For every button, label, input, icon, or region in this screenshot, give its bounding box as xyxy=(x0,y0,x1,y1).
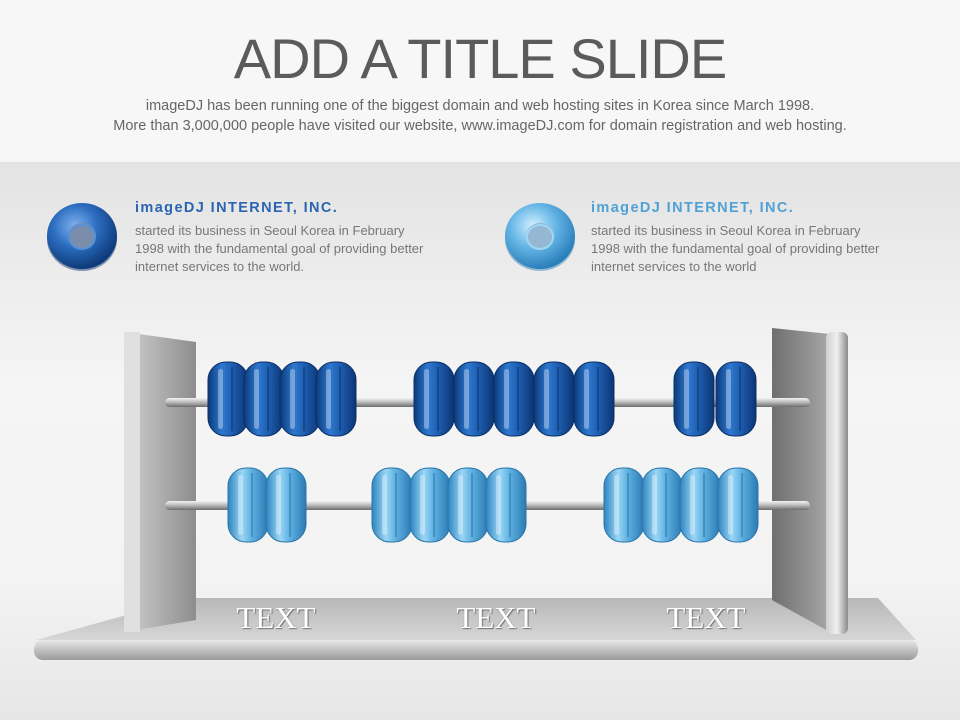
abacus-bead xyxy=(243,361,285,437)
abacus-bead xyxy=(265,467,307,543)
abacus-bead xyxy=(447,467,489,543)
abacus-bead xyxy=(673,361,715,437)
info-heading: imageDJ INTERNET, INC. xyxy=(135,200,339,216)
abacus-bottom-beads xyxy=(227,467,759,543)
slide-subtitle: imageDJ has been running one of the bigg… xyxy=(0,96,960,136)
info-block-1: imageDJ INTERNET, INC. started its busin… xyxy=(135,200,475,276)
abacus-bead xyxy=(453,361,495,437)
abacus-bead xyxy=(533,361,575,437)
abacus-bead xyxy=(641,467,683,543)
info-line: started its business in Seoul Korea in F… xyxy=(591,223,861,238)
info-line: internet services to the world. xyxy=(135,259,305,274)
abacus-bead xyxy=(493,361,535,437)
abacus-base-top xyxy=(36,598,916,640)
abacus-bead xyxy=(409,467,451,543)
abacus-top-beads xyxy=(207,361,757,437)
abacus-bead xyxy=(207,361,249,437)
ring-icon xyxy=(47,203,117,271)
ring-icon xyxy=(505,203,575,271)
abacus-bead xyxy=(573,361,615,437)
info-block-2: imageDJ INTERNET, INC. started its busin… xyxy=(591,200,931,276)
info-line: 1998 with the fundamental goal of provid… xyxy=(591,241,880,256)
info-line: started its business in Seoul Korea in F… xyxy=(135,223,405,238)
info-text: started its business in Seoul Korea in F… xyxy=(591,222,931,276)
info-line: internet services to the world xyxy=(591,259,757,274)
header-band xyxy=(0,0,960,162)
abacus-bead xyxy=(679,467,721,543)
abacus-bead xyxy=(413,361,455,437)
abacus-bead xyxy=(371,467,413,543)
abacus-bead xyxy=(603,467,645,543)
info-text: started its business in Seoul Korea in F… xyxy=(135,222,475,276)
info-line: 1998 with the fundamental goal of provid… xyxy=(135,241,424,256)
slide-title: ADD A TITLE SLIDE xyxy=(233,27,727,90)
abacus-bead xyxy=(717,467,759,543)
abacus-right-post-edge xyxy=(826,332,848,634)
abacus-bead xyxy=(315,361,357,437)
subtitle-line-2: More than 3,000,000 people have visited … xyxy=(113,118,847,134)
info-heading: imageDJ INTERNET, INC. xyxy=(591,200,795,216)
abacus-label-3: TEXT xyxy=(666,600,746,635)
abacus-label-1: TEXT xyxy=(236,600,316,635)
abacus-bead xyxy=(715,361,757,437)
abacus-left-post-edge xyxy=(124,332,140,632)
abacus-bead xyxy=(279,361,321,437)
abacus-base-front xyxy=(34,640,918,660)
abacus-label-2: TEXT xyxy=(456,600,536,635)
subtitle-line-1: imageDJ has been running one of the bigg… xyxy=(145,98,815,114)
abacus-bead xyxy=(227,467,269,543)
abacus-bead xyxy=(485,467,527,543)
abacus-right-post xyxy=(772,328,830,632)
